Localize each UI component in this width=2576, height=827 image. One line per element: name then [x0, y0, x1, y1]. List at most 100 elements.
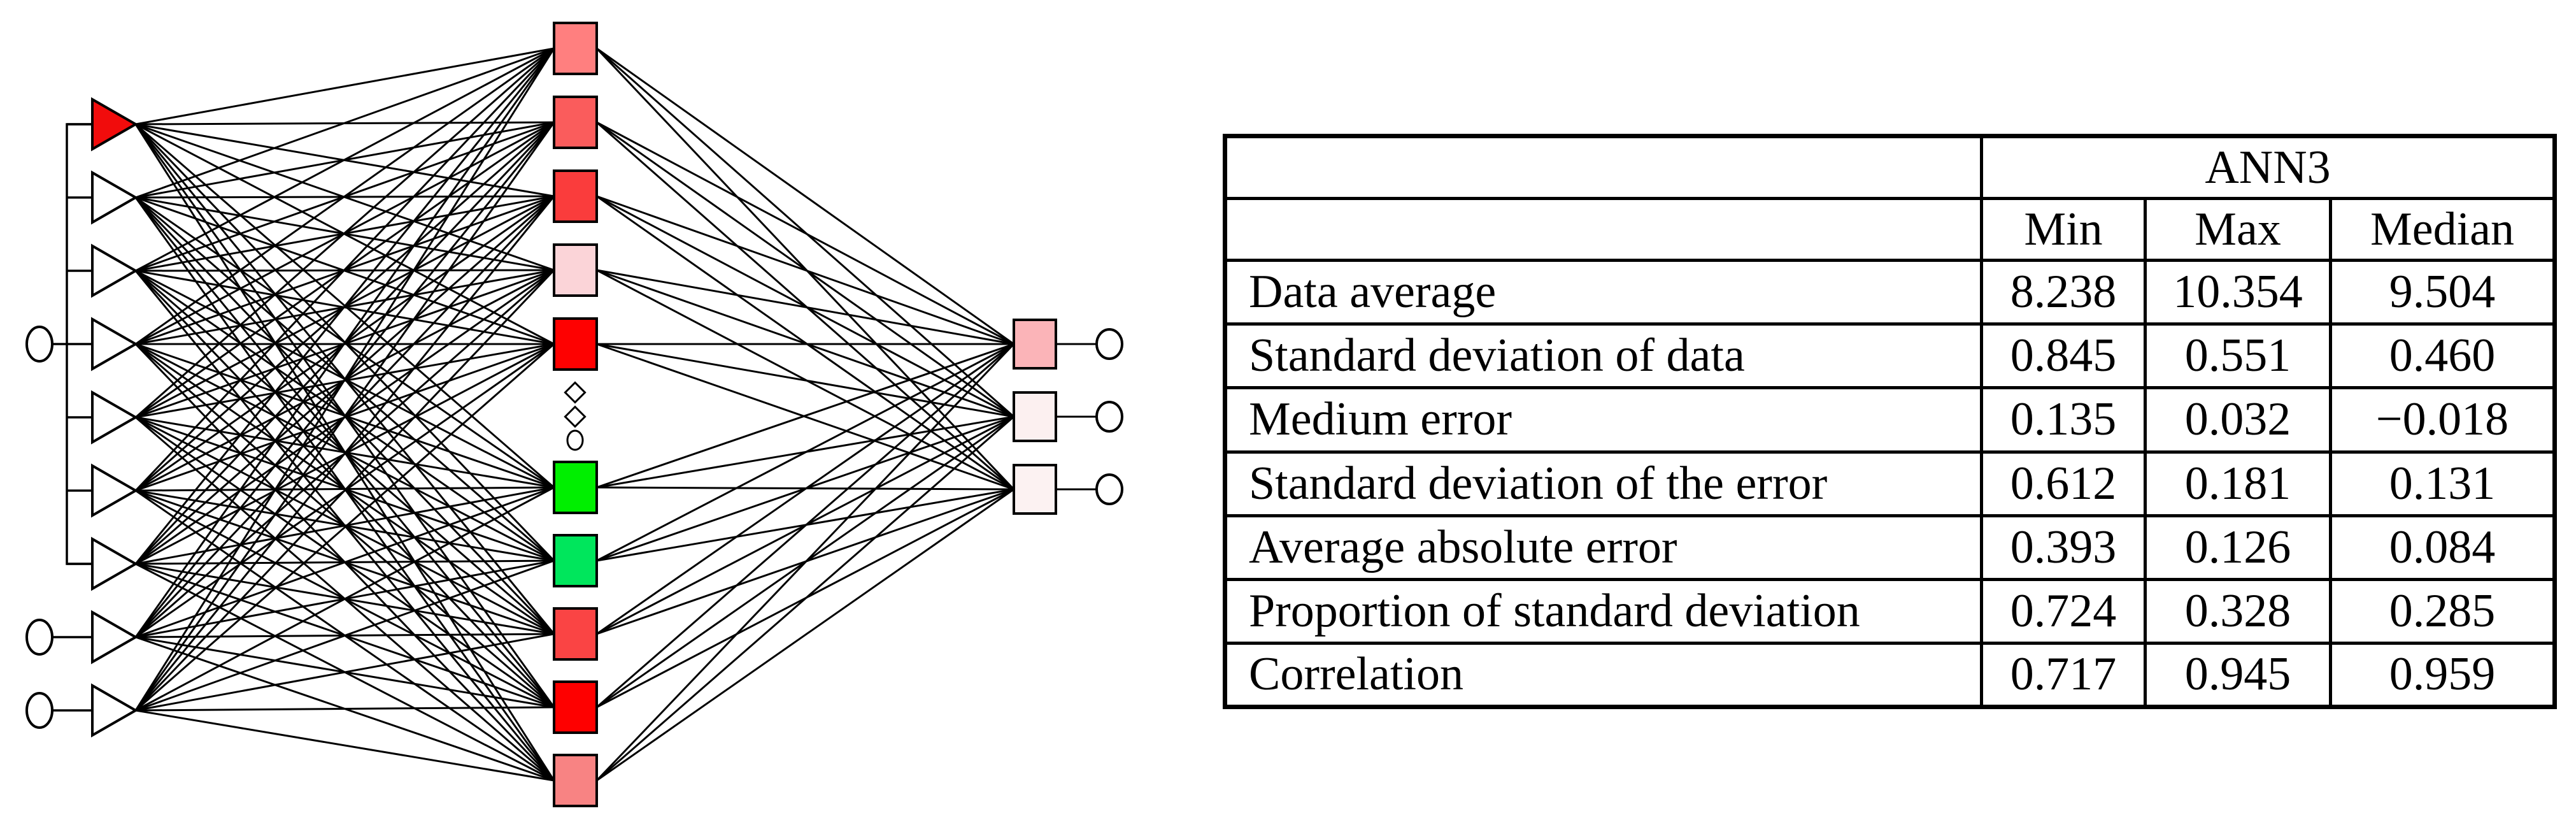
- connection-hidden-output: [596, 343, 1014, 562]
- table-row: Standard deviation of the error 0.612 0.…: [1223, 450, 2557, 517]
- column-header-max: Max: [2144, 197, 2332, 262]
- metric-value: 0.126: [2144, 514, 2332, 581]
- input-triangle: [91, 536, 139, 591]
- table-row: Proportion of standard deviation 0.724 0…: [1223, 577, 2557, 645]
- table-group-header-row: ANN3: [1223, 134, 2557, 201]
- metric-value: 8.238: [1980, 259, 2147, 326]
- metric-value: 0.945: [2144, 641, 2332, 709]
- connection-hidden-output: [596, 415, 1014, 782]
- neural-network-diagram: [25, 22, 1123, 807]
- input-circle: [25, 326, 53, 363]
- hidden-neuron-square: [553, 461, 598, 514]
- hidden-neuron-square: [553, 317, 598, 371]
- metric-value: 0.717: [1980, 641, 2147, 709]
- metric-label: Proportion of standard deviation: [1223, 577, 1983, 645]
- hidden-neuron-square: [553, 169, 598, 223]
- metric-value: 0.551: [2144, 322, 2332, 390]
- hidden-neuron-square: [553, 680, 598, 734]
- table-row: Medium error 0.135 0.032 −0.018: [1223, 386, 2557, 454]
- metric-label: Correlation: [1223, 641, 1983, 709]
- connection-hidden-output: [596, 488, 1014, 782]
- table-row: Standard deviation of data 0.845 0.551 0…: [1223, 322, 2557, 390]
- table-row: Average absolute error 0.393 0.126 0.084: [1223, 514, 2557, 581]
- output-circle: [1095, 328, 1123, 360]
- connection-input-hidden: [135, 706, 555, 712]
- metric-value: 10.354: [2144, 259, 2332, 326]
- metric-value: 0.393: [1980, 514, 2147, 581]
- connection-input-hidden: [135, 559, 555, 712]
- connection-input-hidden: [134, 48, 555, 565]
- connection-hidden-output: [596, 343, 1014, 708]
- input-circle: [25, 619, 53, 656]
- connection-hidden-output: [596, 343, 1014, 635]
- table-column-header-row: Min Max Median: [1223, 197, 2557, 262]
- connection-input-hidden: [135, 47, 555, 419]
- metric-value: 0.724: [1980, 577, 2147, 645]
- connection-input-hidden: [134, 48, 555, 638]
- connection-hidden-output: [596, 121, 1014, 345]
- corner-cell: [1223, 134, 1983, 201]
- connection-input-hidden: [134, 122, 555, 711]
- metric-value: 0.032: [2144, 386, 2332, 454]
- metric-value: 0.181: [2144, 450, 2332, 517]
- connection-input-hidden: [135, 343, 555, 712]
- connection-input-hidden: [135, 486, 555, 712]
- input-circle: [25, 692, 53, 729]
- metric-value: 0.135: [1980, 386, 2147, 454]
- input-triangle: [91, 683, 139, 738]
- connection-input-hidden: [135, 47, 555, 126]
- hidden-layer-ellipsis-dot: [564, 381, 587, 404]
- metric-label: Standard deviation of the error: [1223, 450, 1983, 517]
- ann3-results-table: ANN3 Min Max Median Data average 8.238 1…: [1223, 134, 2558, 709]
- metric-value: 0.959: [2328, 641, 2557, 709]
- connection-input-hidden: [134, 269, 555, 712]
- metric-value: 0.131: [2328, 450, 2557, 517]
- input-triangle: [91, 170, 139, 225]
- metric-label: Standard deviation of data: [1223, 322, 1983, 390]
- connection-input-hidden: [135, 47, 555, 272]
- hidden-neuron-square: [553, 243, 598, 297]
- hidden-neuron-square: [553, 534, 598, 587]
- table-row: Data average 8.238 10.354 9.504: [1223, 259, 2557, 326]
- table-row: Correlation 0.717 0.945 0.959: [1223, 641, 2557, 709]
- column-header-median: Median: [2328, 197, 2557, 262]
- output-neuron-square: [1013, 464, 1057, 515]
- metric-value: −0.018: [2328, 386, 2557, 454]
- metric-value: 0.285: [2328, 577, 2557, 645]
- connection-input-hidden: [135, 709, 555, 782]
- column-header-min: Min: [1980, 197, 2147, 262]
- connection-input-hidden: [135, 47, 555, 345]
- input-triangle: [91, 243, 139, 298]
- input-triangle: [91, 610, 139, 665]
- connection-input-hidden: [134, 196, 555, 711]
- connection-hidden-output: [596, 343, 1014, 418]
- hidden-neuron-square: [553, 754, 598, 807]
- output-circle: [1095, 401, 1123, 433]
- hidden-layer-ellipsis-dot: [564, 405, 587, 428]
- metric-value: 9.504: [2328, 259, 2557, 326]
- output-neuron-square: [1013, 319, 1057, 370]
- connection-input-hidden: [134, 48, 555, 711]
- connection-hidden-output: [596, 343, 1014, 489]
- connection-hidden-output: [596, 269, 1014, 345]
- connection-hidden-output: [596, 195, 1014, 345]
- output-neuron-square: [1013, 391, 1057, 442]
- metric-label: Average absolute error: [1223, 514, 1983, 581]
- input-triangle: [91, 390, 139, 445]
- metric-value: 0.612: [1980, 450, 2147, 517]
- group-header-ann3: ANN3: [1979, 134, 2557, 201]
- metric-label: Data average: [1223, 259, 1983, 326]
- input-triangle: [91, 463, 139, 518]
- hidden-neuron-square: [553, 22, 598, 75]
- connection-hidden-output: [595, 343, 1015, 782]
- output-circle: [1095, 473, 1123, 505]
- metric-value: 0.460: [2328, 322, 2557, 390]
- metric-value: 0.084: [2328, 514, 2557, 581]
- metric-value: 0.328: [2144, 577, 2332, 645]
- metric-value: 0.845: [1980, 322, 2147, 390]
- connection-input-hidden: [135, 47, 555, 199]
- corner-cell: [1223, 197, 1983, 262]
- connection-hidden-output: [596, 47, 1014, 345]
- hidden-neuron-square: [553, 607, 598, 661]
- input-triangle: [91, 317, 139, 371]
